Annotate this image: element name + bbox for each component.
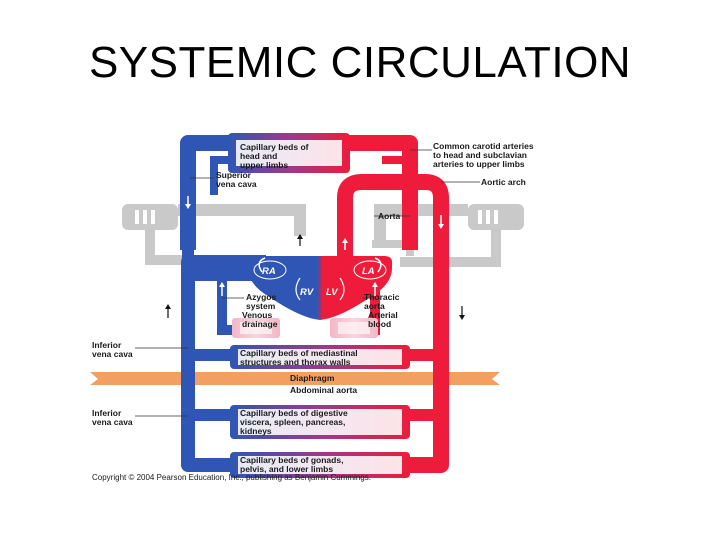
svg-text:Capillary beds of gonads,: Capillary beds of gonads, xyxy=(240,455,343,465)
arrow-down-svc xyxy=(185,196,191,209)
svg-text:system: system xyxy=(246,301,276,311)
capillary-bed-head xyxy=(228,133,350,173)
arrow-down-aorta-outside xyxy=(459,306,465,320)
label-venous-drainage: Venous drainage xyxy=(242,310,278,329)
arrow-up-pulmonary xyxy=(297,234,303,246)
svg-text:Common carotid arteries: Common carotid arteries xyxy=(433,141,534,151)
label-thoracic-aorta: Thoracic aorta xyxy=(364,292,400,311)
label-ra: RA xyxy=(262,266,276,277)
arrow-up-azygos xyxy=(219,282,225,296)
svg-text:Capillary beds of: Capillary beds of xyxy=(240,142,309,152)
capillary-bed-venous-drainage xyxy=(232,318,280,338)
svg-text:aorta: aorta xyxy=(364,301,385,311)
leader-lines xyxy=(135,149,480,417)
label-diaphragm: Diaphragm xyxy=(290,373,335,383)
label-la: LA xyxy=(362,266,375,277)
heart xyxy=(248,256,392,320)
svg-text:structures and thorax walls: structures and thorax walls xyxy=(240,357,351,367)
arrow-up-aorta xyxy=(342,238,348,250)
svg-text:viscera, spleen, pancreas,: viscera, spleen, pancreas, xyxy=(240,417,345,427)
label-aortic-arch: Aortic arch xyxy=(481,177,526,187)
svg-text:head and: head and xyxy=(240,151,277,161)
svg-text:upper limbs: upper limbs xyxy=(240,160,288,170)
svg-text:drainage: drainage xyxy=(242,319,278,329)
svg-text:Superior: Superior xyxy=(216,170,252,180)
label-abdominal-aorta: Abdominal aorta xyxy=(290,385,357,395)
arrow-out-la xyxy=(374,257,382,273)
arrow-into-ra xyxy=(258,257,266,273)
svg-text:Capillary beds of digestive: Capillary beds of digestive xyxy=(240,408,348,418)
label-ivc-lower: Inferior vena cava xyxy=(92,408,133,427)
svg-text:Thoracic: Thoracic xyxy=(364,292,400,302)
arrow-up-ivc-outside xyxy=(165,304,171,318)
svg-text:Capillary beds of mediastinal: Capillary beds of mediastinal xyxy=(240,348,358,358)
copyright-text: Copyright © 2004 Pearson Education, Inc.… xyxy=(92,473,371,482)
svg-text:arteries to upper limbs: arteries to upper limbs xyxy=(433,159,525,169)
label-cap-mediastinal: Capillary beds of mediastinal structures… xyxy=(240,348,358,367)
label-carotid: Common carotid arteries to head and subc… xyxy=(433,141,534,169)
capillary-bed-mediastinal xyxy=(230,345,410,369)
svg-text:vena cava: vena cava xyxy=(216,179,257,189)
svg-text:to head and subclavian: to head and subclavian xyxy=(433,150,527,160)
svg-text:Inferior: Inferior xyxy=(92,408,122,418)
slide-title: SYSTEMIC CIRCULATION xyxy=(88,38,632,87)
label-arterial-blood: Arterial blood xyxy=(368,310,398,329)
svg-text:pelvis, and lower limbs: pelvis, and lower limbs xyxy=(240,464,333,474)
label-lv: LV xyxy=(326,287,338,298)
label-superior-vena-cava: Superior vena cava xyxy=(216,170,257,189)
flow-arrows xyxy=(165,196,465,320)
label-rv: RV xyxy=(300,287,314,298)
svg-text:Inferior: Inferior xyxy=(92,340,122,350)
arrow-up-thoracic xyxy=(372,282,378,296)
svg-text:kidneys: kidneys xyxy=(240,426,272,436)
svg-text:Venous: Venous xyxy=(242,310,273,320)
label-cap-gonads: Capillary beds of gonads, pelvis, and lo… xyxy=(240,455,343,474)
capillary-bed-gonads xyxy=(230,452,410,478)
arrow-down-aorta xyxy=(438,215,444,229)
venous-circuit xyxy=(180,135,266,472)
svg-text:vena cava: vena cava xyxy=(92,417,133,427)
label-cap-head: Capillary beds of head and upper limbs xyxy=(240,142,309,170)
svg-text:vena cava: vena cava xyxy=(92,349,133,359)
label-azygos: Azygos system xyxy=(246,292,277,311)
svg-text:Arterial: Arterial xyxy=(368,310,398,320)
capillary-bed-digestive xyxy=(230,405,410,439)
label-aorta: Aorta xyxy=(378,211,400,221)
svg-text:blood: blood xyxy=(368,319,391,329)
svg-text:Azygos: Azygos xyxy=(246,292,277,302)
label-ivc-upper: Inferior vena cava xyxy=(92,340,133,359)
capillary-bed-arterial-blood xyxy=(330,318,378,338)
label-cap-digestive: Capillary beds of digestive viscera, spl… xyxy=(240,408,348,436)
